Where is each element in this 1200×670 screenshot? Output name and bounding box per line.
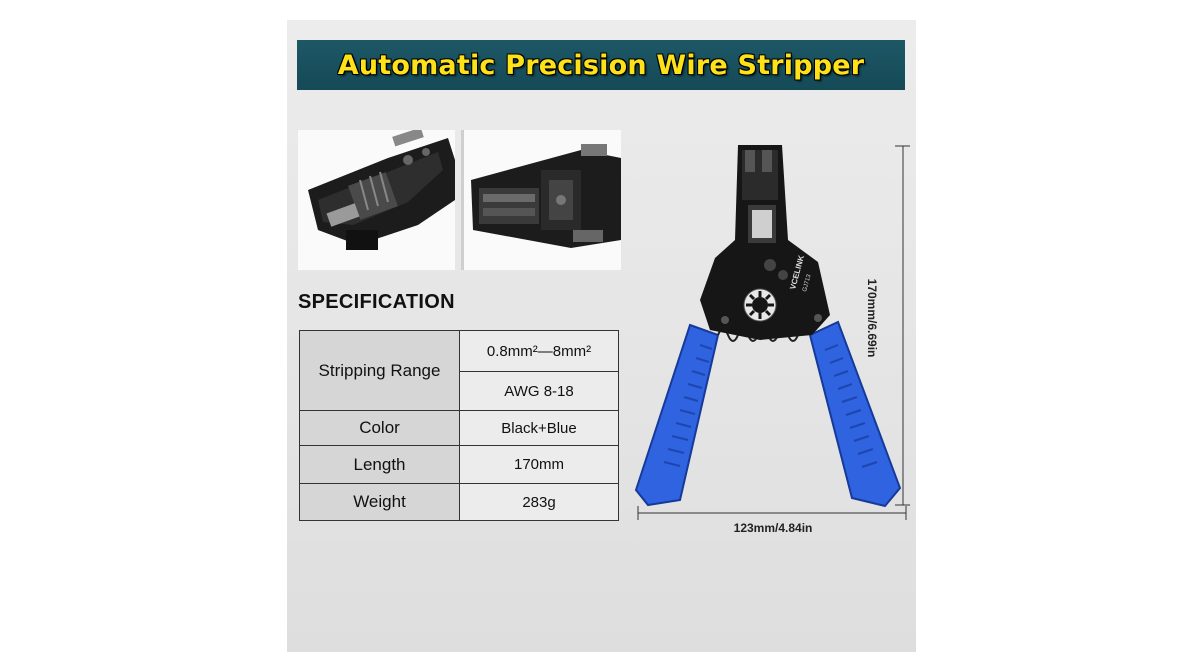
height-dimension-line xyxy=(895,145,910,506)
table-row: Weight 283g xyxy=(299,483,619,521)
tool-body: VCELINK GJ713 xyxy=(700,145,830,340)
height-dimension-label: 170mm/6.69in xyxy=(865,278,879,358)
table-row: Length 170mm xyxy=(299,445,619,484)
spec-value-weight: 283g xyxy=(459,483,619,521)
detail-photo-blade xyxy=(461,130,621,270)
width-dimension-label: 123mm/4.84in xyxy=(733,521,813,535)
table-row: AWG 8-18 xyxy=(300,371,619,411)
spec-value-length: 170mm xyxy=(459,445,619,484)
width-dimension-line xyxy=(637,506,907,520)
spec-label-stripping-range: Stripping Range xyxy=(299,330,460,411)
adjustment-dial-icon xyxy=(743,288,777,322)
spec-label-length: Length xyxy=(299,445,460,484)
table-row: Color Black+Blue xyxy=(299,410,619,446)
tool-model-label: GJ713 xyxy=(802,273,813,292)
wire-stripper-illustration: VCELINK GJ713 xyxy=(634,145,910,520)
specification-heading: SPECIFICATION xyxy=(298,291,455,313)
right-handle xyxy=(808,320,902,508)
spec-value-stripping-range-metric: 0.8mm²—8mm² xyxy=(459,330,619,372)
spec-label-weight: Weight xyxy=(299,483,460,521)
detail-photo-jaws xyxy=(298,130,455,270)
specification-table: Stripping Range 0.8mm²—8mm² AWG 8-18 Col… xyxy=(299,330,619,521)
spec-label-color: Color xyxy=(299,410,460,446)
spec-value-color: Black+Blue xyxy=(459,410,619,446)
title-banner: Automatic Precision Wire Stripper xyxy=(297,40,905,90)
left-handle xyxy=(634,323,720,507)
banner-title: Automatic Precision Wire Stripper xyxy=(337,49,865,81)
spec-value-stripping-range-awg: AWG 8-18 xyxy=(459,371,619,411)
table-row: Stripping Range 0.8mm²—8mm² xyxy=(299,330,619,411)
